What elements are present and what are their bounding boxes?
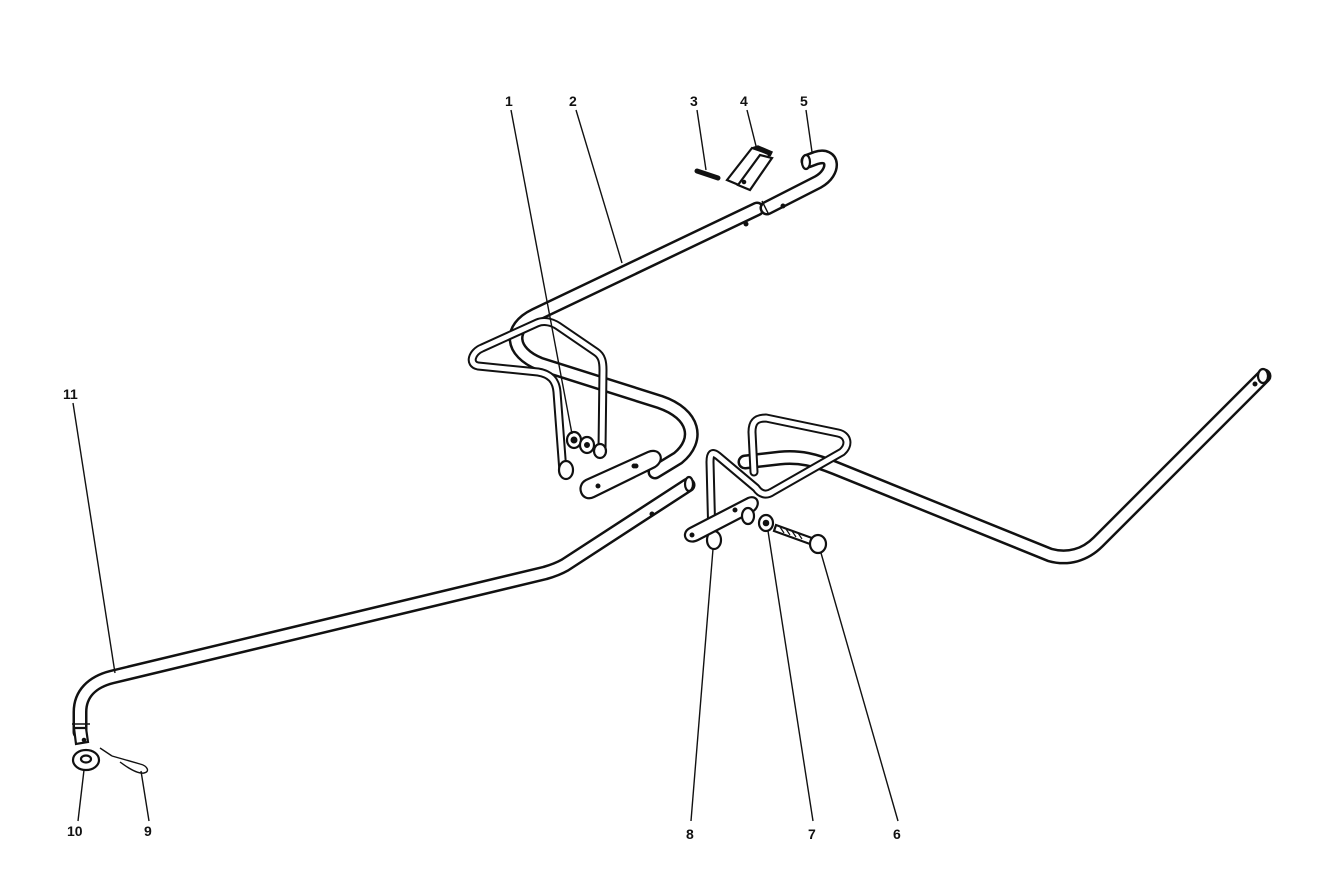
- rivet-hole: [1252, 381, 1258, 387]
- callout-9: 9: [144, 823, 152, 839]
- tube-end: [683, 475, 695, 493]
- callout-8: 8: [686, 826, 694, 842]
- part-5-hooked-end-tube: [759, 149, 838, 216]
- part-9-cotter-pin: [99, 747, 149, 774]
- callout-5: 5: [800, 93, 808, 109]
- leader-line-9: [140, 770, 150, 822]
- leader-line-7: [767, 530, 814, 822]
- callout-4: 4: [740, 93, 748, 109]
- part-1-nut-washer: [565, 430, 608, 460]
- rivet-hole: [743, 221, 749, 227]
- leader-line-1: [510, 109, 573, 435]
- rivet-hole: [649, 511, 655, 517]
- part-7-washer: [757, 513, 775, 533]
- callout-2: 2: [569, 93, 577, 109]
- leader-line-4: [746, 109, 758, 151]
- part-3-pin: [694, 168, 721, 181]
- callout-11: 11: [63, 386, 78, 402]
- callout-1: 1: [505, 93, 513, 109]
- tube-end-stub: [72, 726, 90, 746]
- callout-3: 3: [690, 93, 698, 109]
- right-handle-bar: [737, 367, 1272, 565]
- leader-line-3: [696, 109, 707, 171]
- leader-line-5: [805, 109, 813, 153]
- tube-end: [800, 153, 812, 171]
- callout-labels: 1 2 3 4 5 6 7 8 9 10 11: [63, 93, 901, 842]
- right-wire-frame: [683, 413, 852, 551]
- part-11-lower-handle-bar: [72, 463, 696, 746]
- callout-10: 10: [67, 823, 83, 839]
- eyelet: [740, 506, 756, 526]
- flattened-end-plate: [579, 449, 662, 500]
- leader-line-11: [72, 402, 116, 674]
- leader-lines: [72, 109, 899, 822]
- eyelet: [557, 459, 575, 481]
- leader-line-8: [690, 548, 714, 822]
- left-wire-frame: [467, 317, 608, 481]
- joint-line: [761, 200, 770, 216]
- tube-end: [1256, 367, 1270, 385]
- leader-line-2: [575, 109, 623, 264]
- rivet-hole: [780, 203, 786, 209]
- leader-line-6: [820, 552, 899, 822]
- leader-line-10: [77, 769, 85, 822]
- rivet-hole: [595, 483, 601, 489]
- callout-7: 7: [808, 826, 816, 842]
- part-6-bolt: [772, 523, 828, 555]
- rivet-hole: [631, 463, 637, 469]
- part-4-bracket-clip: [725, 145, 774, 192]
- part-10-washer: [71, 748, 101, 772]
- callout-6: 6: [893, 826, 901, 842]
